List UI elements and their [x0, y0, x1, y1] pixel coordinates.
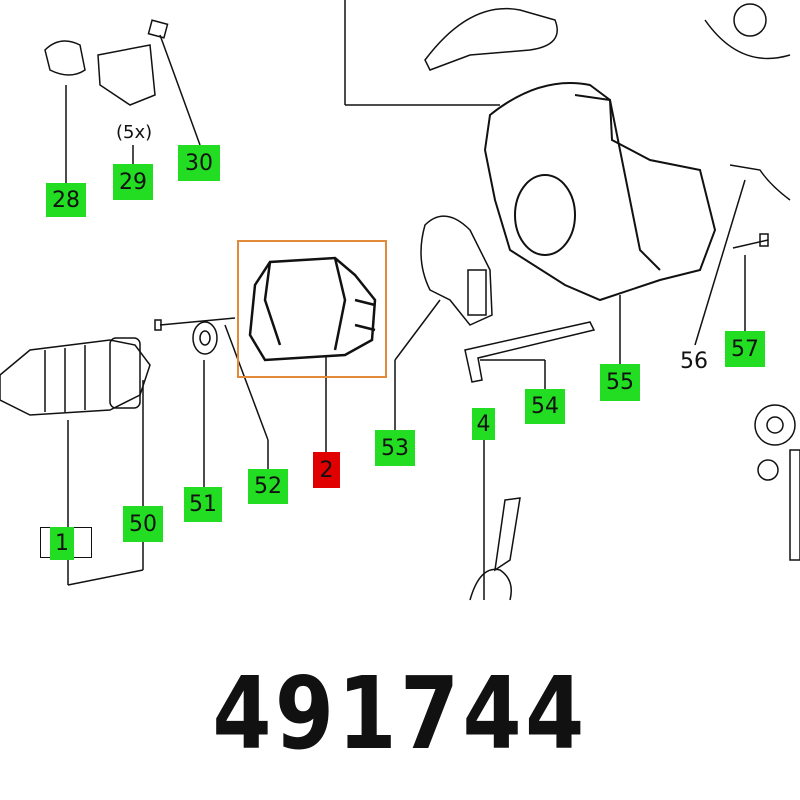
leader-lines	[65, 0, 746, 600]
part-right-gears	[754, 404, 800, 561]
part-55-housing	[483, 82, 717, 302]
callout-51[interactable]: 51	[184, 487, 222, 522]
callout-2-highlighted[interactable]: 2	[313, 452, 340, 488]
part-30-nut	[147, 19, 169, 39]
part-2-field-coil	[248, 256, 377, 362]
callout-4[interactable]: 4	[472, 408, 495, 440]
highlighted-part-frame	[237, 240, 387, 378]
part-53-cover	[420, 215, 493, 326]
part-1-armature	[0, 337, 151, 416]
callout-52[interactable]: 52	[248, 469, 288, 504]
part-29-clip	[97, 44, 156, 106]
callout-29[interactable]: 29	[113, 164, 153, 200]
part-28-knob	[44, 40, 86, 76]
part-number: 491744	[212, 655, 588, 772]
callout-1[interactable]: 1	[50, 527, 74, 560]
part-52-bolt	[154, 317, 236, 331]
part-4-screwdriver	[469, 497, 521, 601]
callout-55[interactable]: 55	[600, 364, 640, 401]
callout-57[interactable]: 57	[725, 331, 765, 367]
callout-30[interactable]: 30	[178, 145, 220, 181]
callout-50[interactable]: 50	[123, 506, 163, 542]
part-51-bearing	[192, 321, 218, 355]
part-54-hex-key	[464, 321, 596, 383]
callout-53[interactable]: 53	[375, 430, 415, 466]
callout-56[interactable]: 56	[680, 349, 708, 374]
part-handle	[424, 7, 558, 71]
part-56-cable	[729, 164, 791, 201]
callout-28[interactable]: 28	[46, 183, 86, 217]
callout-54[interactable]: 54	[525, 389, 565, 424]
callout-29-quantity: (5x)	[116, 122, 153, 143]
part-57-screw	[732, 233, 769, 249]
part-switch-top	[704, 3, 791, 60]
